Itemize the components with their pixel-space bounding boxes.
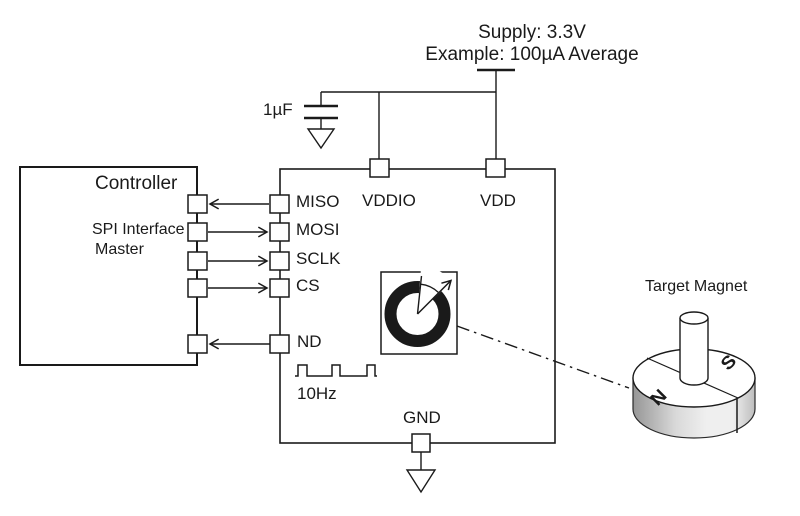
supply-annotation: Supply: 3.3V Example: 100µA Average bbox=[392, 22, 672, 66]
reference-line bbox=[416, 275, 423, 315]
rotation-arrow-icon bbox=[416, 279, 453, 315]
gnd-pin bbox=[411, 433, 431, 453]
pin-label-vdd: VDD bbox=[480, 191, 516, 210]
controller-title: Controller bbox=[95, 173, 178, 194]
pin-label-cs: CS bbox=[296, 276, 320, 295]
supply-wires bbox=[321, 68, 515, 161]
pin-label-nd: ND bbox=[297, 332, 322, 351]
magnet-shaft-top bbox=[679, 311, 709, 325]
target-magnet: N S bbox=[632, 311, 756, 439]
vdd-pin bbox=[485, 158, 506, 178]
capacitor-icon bbox=[304, 92, 338, 150]
supply-current-text: Example: 100µA Average bbox=[425, 44, 639, 65]
spi-bus-wires bbox=[208, 198, 271, 350]
ground-symbol-icon bbox=[405, 452, 437, 494]
controller-subtitle-line2: Master bbox=[95, 241, 144, 258]
pin-label-mosi: MOSI bbox=[296, 220, 340, 239]
angle-sensor-icon bbox=[380, 268, 458, 355]
controller-subtitle-line1: SPI Interface bbox=[92, 221, 185, 238]
pin-label-sclk: SCLK bbox=[296, 249, 341, 268]
target-magnet-title: Target Magnet bbox=[645, 278, 748, 295]
pin-label-vddio: VDDIO bbox=[362, 191, 416, 210]
supply-voltage-text: Supply: 3.3V bbox=[478, 22, 586, 43]
controller-box bbox=[19, 166, 198, 366]
clock-waveform-icon bbox=[295, 364, 377, 377]
magnet-shaft bbox=[679, 318, 709, 386]
capacitor-value-label: 1µF bbox=[263, 100, 293, 119]
clock-frequency-label: 10Hz bbox=[297, 384, 337, 403]
pin-label-gnd: GND bbox=[403, 408, 441, 427]
ground-symbol-icon bbox=[306, 128, 336, 150]
vddio-pin bbox=[369, 158, 390, 178]
pin-label-miso: MISO bbox=[296, 192, 340, 211]
pin-squares bbox=[187, 158, 506, 453]
axis-dashdot-line bbox=[456, 325, 630, 389]
